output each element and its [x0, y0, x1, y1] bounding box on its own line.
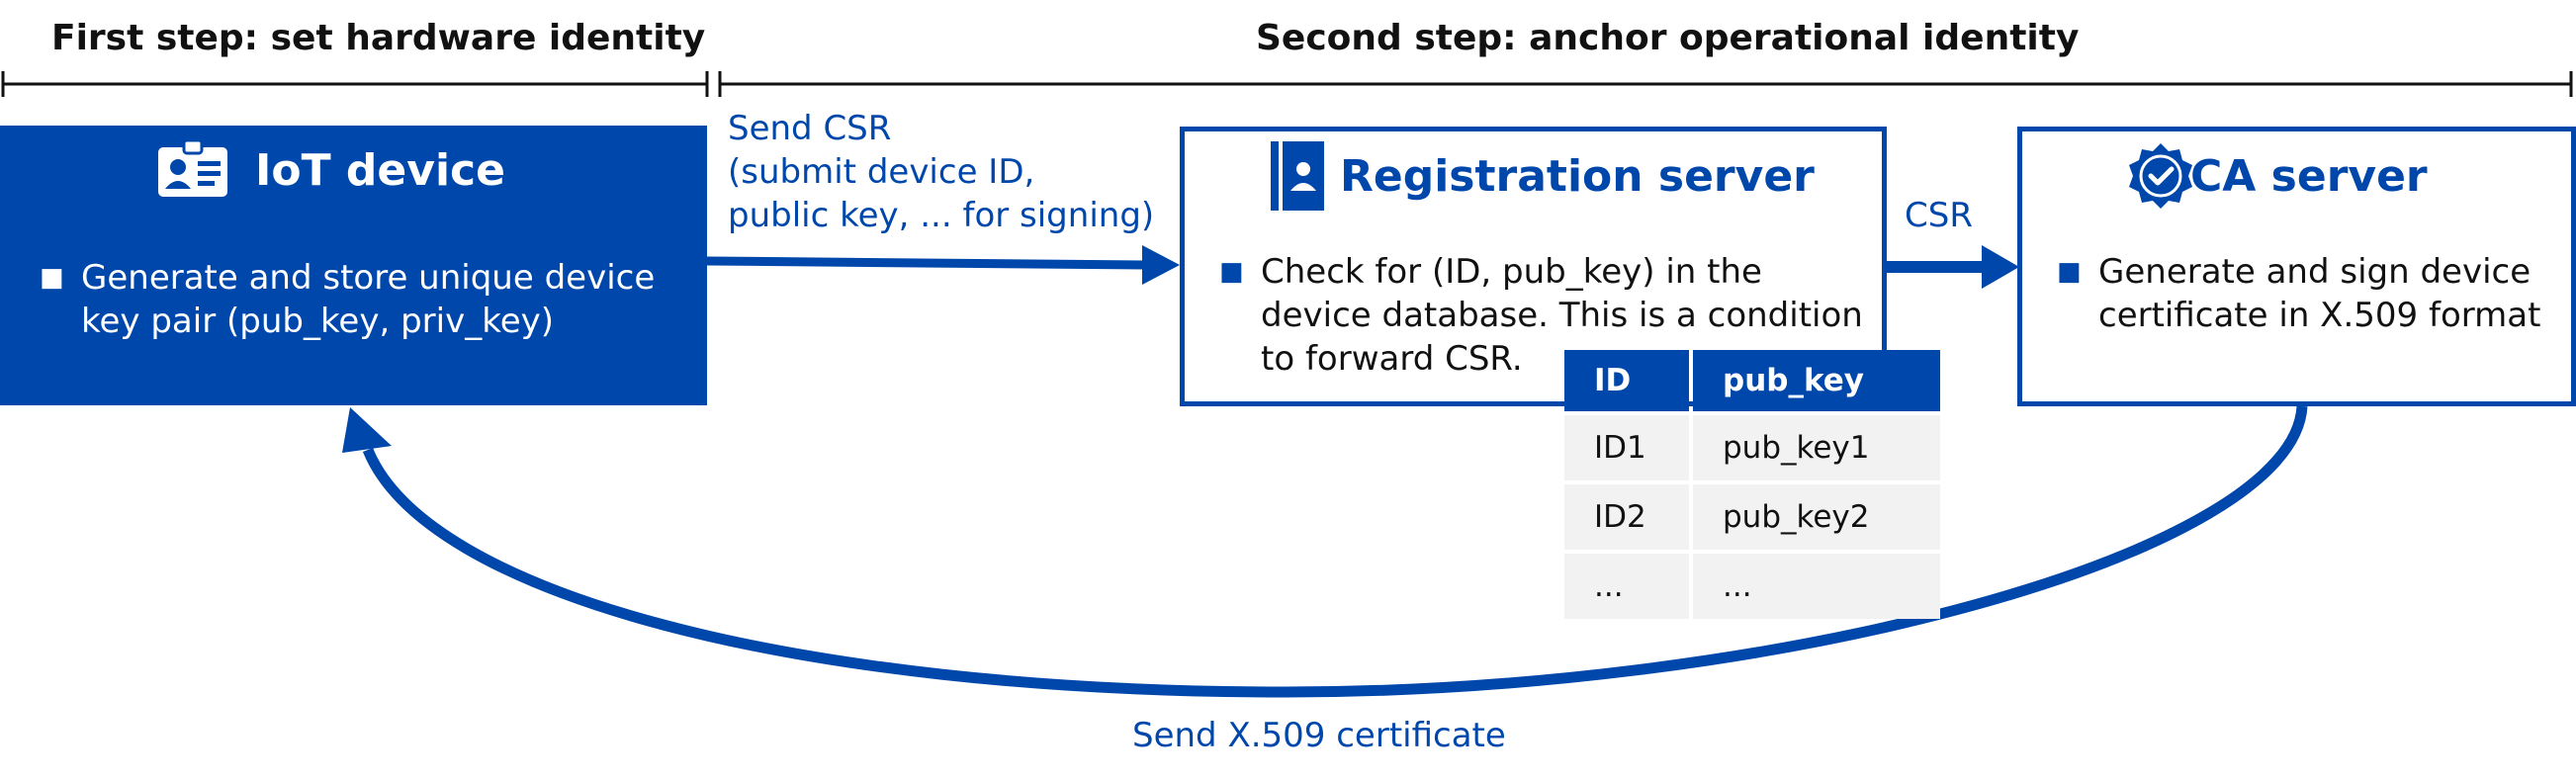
id-card-icon: [158, 138, 227, 197]
send-csr-label-line: (submit device ID,: [728, 152, 1035, 192]
table-cell-pub-key: pub_key2: [1693, 484, 1940, 550]
send-csr-label: Send CSR (submit device ID, public key, …: [728, 107, 1154, 237]
registration-server-bullet-text: Check for (ID, pub_key) in the device da…: [1261, 252, 1863, 379]
step2-bracket: [718, 71, 2573, 97]
ca-server-box: CA server ■ Generate and sign device cer…: [2017, 127, 2576, 406]
ca-server-title: CA server: [2190, 151, 2428, 202]
iot-device-bullet-text: Generate and store unique device key pai…: [81, 258, 656, 341]
device-database-table: ID pub_key ID1 pub_key1 ID2 pub_key2 ...…: [1560, 346, 1944, 623]
send-csr-label-line: Send CSR: [728, 109, 892, 148]
table-cell-id: ID2: [1564, 484, 1689, 550]
table-cell-pub-key: ...: [1693, 554, 1940, 619]
ca-server-bullet: ■ Generate and sign device certificate i…: [2057, 252, 2541, 335]
table-row: ... ...: [1564, 554, 1940, 619]
send-csr-arrow: [706, 245, 1180, 285]
step1-bracket: [1, 71, 709, 97]
iot-device-bullet: ■ Generate and store unique device key p…: [40, 258, 656, 341]
ca-server-bullet-text: Generate and sign device certificate in …: [2098, 252, 2541, 335]
column-header-id: ID: [1564, 350, 1689, 411]
send-certificate-label: Send X.509 certificate: [1132, 716, 1506, 755]
send-csr-label-line: public key, ... for signing): [728, 196, 1155, 235]
table-row: ID1 pub_key1: [1564, 415, 1940, 480]
step2-title: Second step: anchor operational identity: [1256, 18, 2080, 58]
column-header-pub-key: pub_key: [1693, 350, 1940, 411]
iot-device-title: IoT device: [255, 145, 505, 196]
registration-server-bullet: ■ Check for (ID, pub_key) in the device …: [1219, 252, 1863, 379]
step1-title: First step: set hardware identity: [51, 18, 706, 58]
registration-server-box: Registration server ■ Check for (ID, pub…: [1180, 127, 1887, 406]
table-cell-id: ...: [1564, 554, 1689, 619]
csr-label: CSR: [1905, 196, 1973, 235]
table-cell-pub-key: pub_key1: [1693, 415, 1940, 480]
iot-device-box: IoT device ■ Generate and store unique d…: [0, 126, 707, 405]
certificate-badge-icon: [2129, 143, 2192, 209]
table-cell-id: ID1: [1564, 415, 1689, 480]
table-header-row: ID pub_key: [1564, 350, 1940, 411]
address-book-icon: [1271, 141, 1324, 211]
csr-arrow: [1887, 245, 2019, 289]
send-certificate-arrow: [342, 405, 2308, 698]
registration-server-title: Registration server: [1340, 151, 1815, 202]
table-row: ID2 pub_key2: [1564, 484, 1940, 550]
